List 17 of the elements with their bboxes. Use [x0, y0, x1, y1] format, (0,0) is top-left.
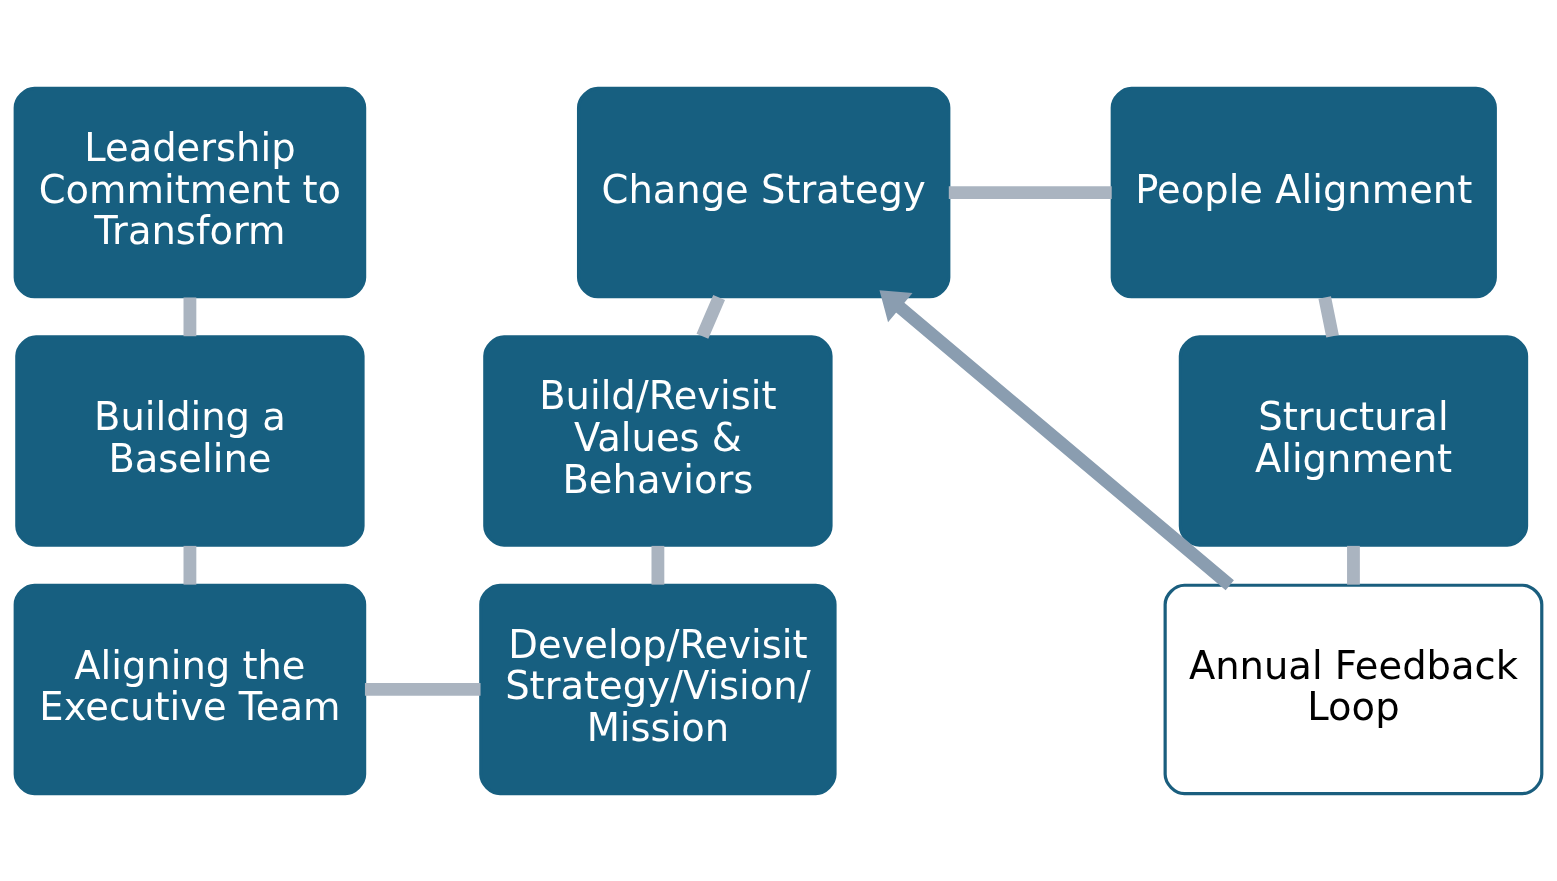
- node-box: Develop/Revisit Strategy/Vision/ Mission: [479, 583, 837, 795]
- node-box: Annual Feedback Loop: [1163, 583, 1544, 795]
- node-box: Aligning the Executive Team: [13, 583, 367, 795]
- node-box: Leadership Commitment to Transform: [13, 86, 367, 298]
- connector: [651, 545, 665, 585]
- node-box: Build/Revisit Values & Behaviors: [483, 334, 833, 547]
- connector: [183, 296, 197, 336]
- connector: [364, 682, 481, 696]
- node-box: Change Strategy: [576, 86, 951, 298]
- connector: [696, 294, 725, 339]
- node-box: Building a Baseline: [15, 334, 365, 547]
- connector: [948, 185, 1112, 199]
- node-box: Structural Alignment: [1178, 334, 1529, 547]
- connector: [183, 545, 197, 585]
- connector: [1347, 545, 1360, 585]
- node-box: People Alignment: [1110, 86, 1497, 298]
- connector: [1318, 295, 1339, 337]
